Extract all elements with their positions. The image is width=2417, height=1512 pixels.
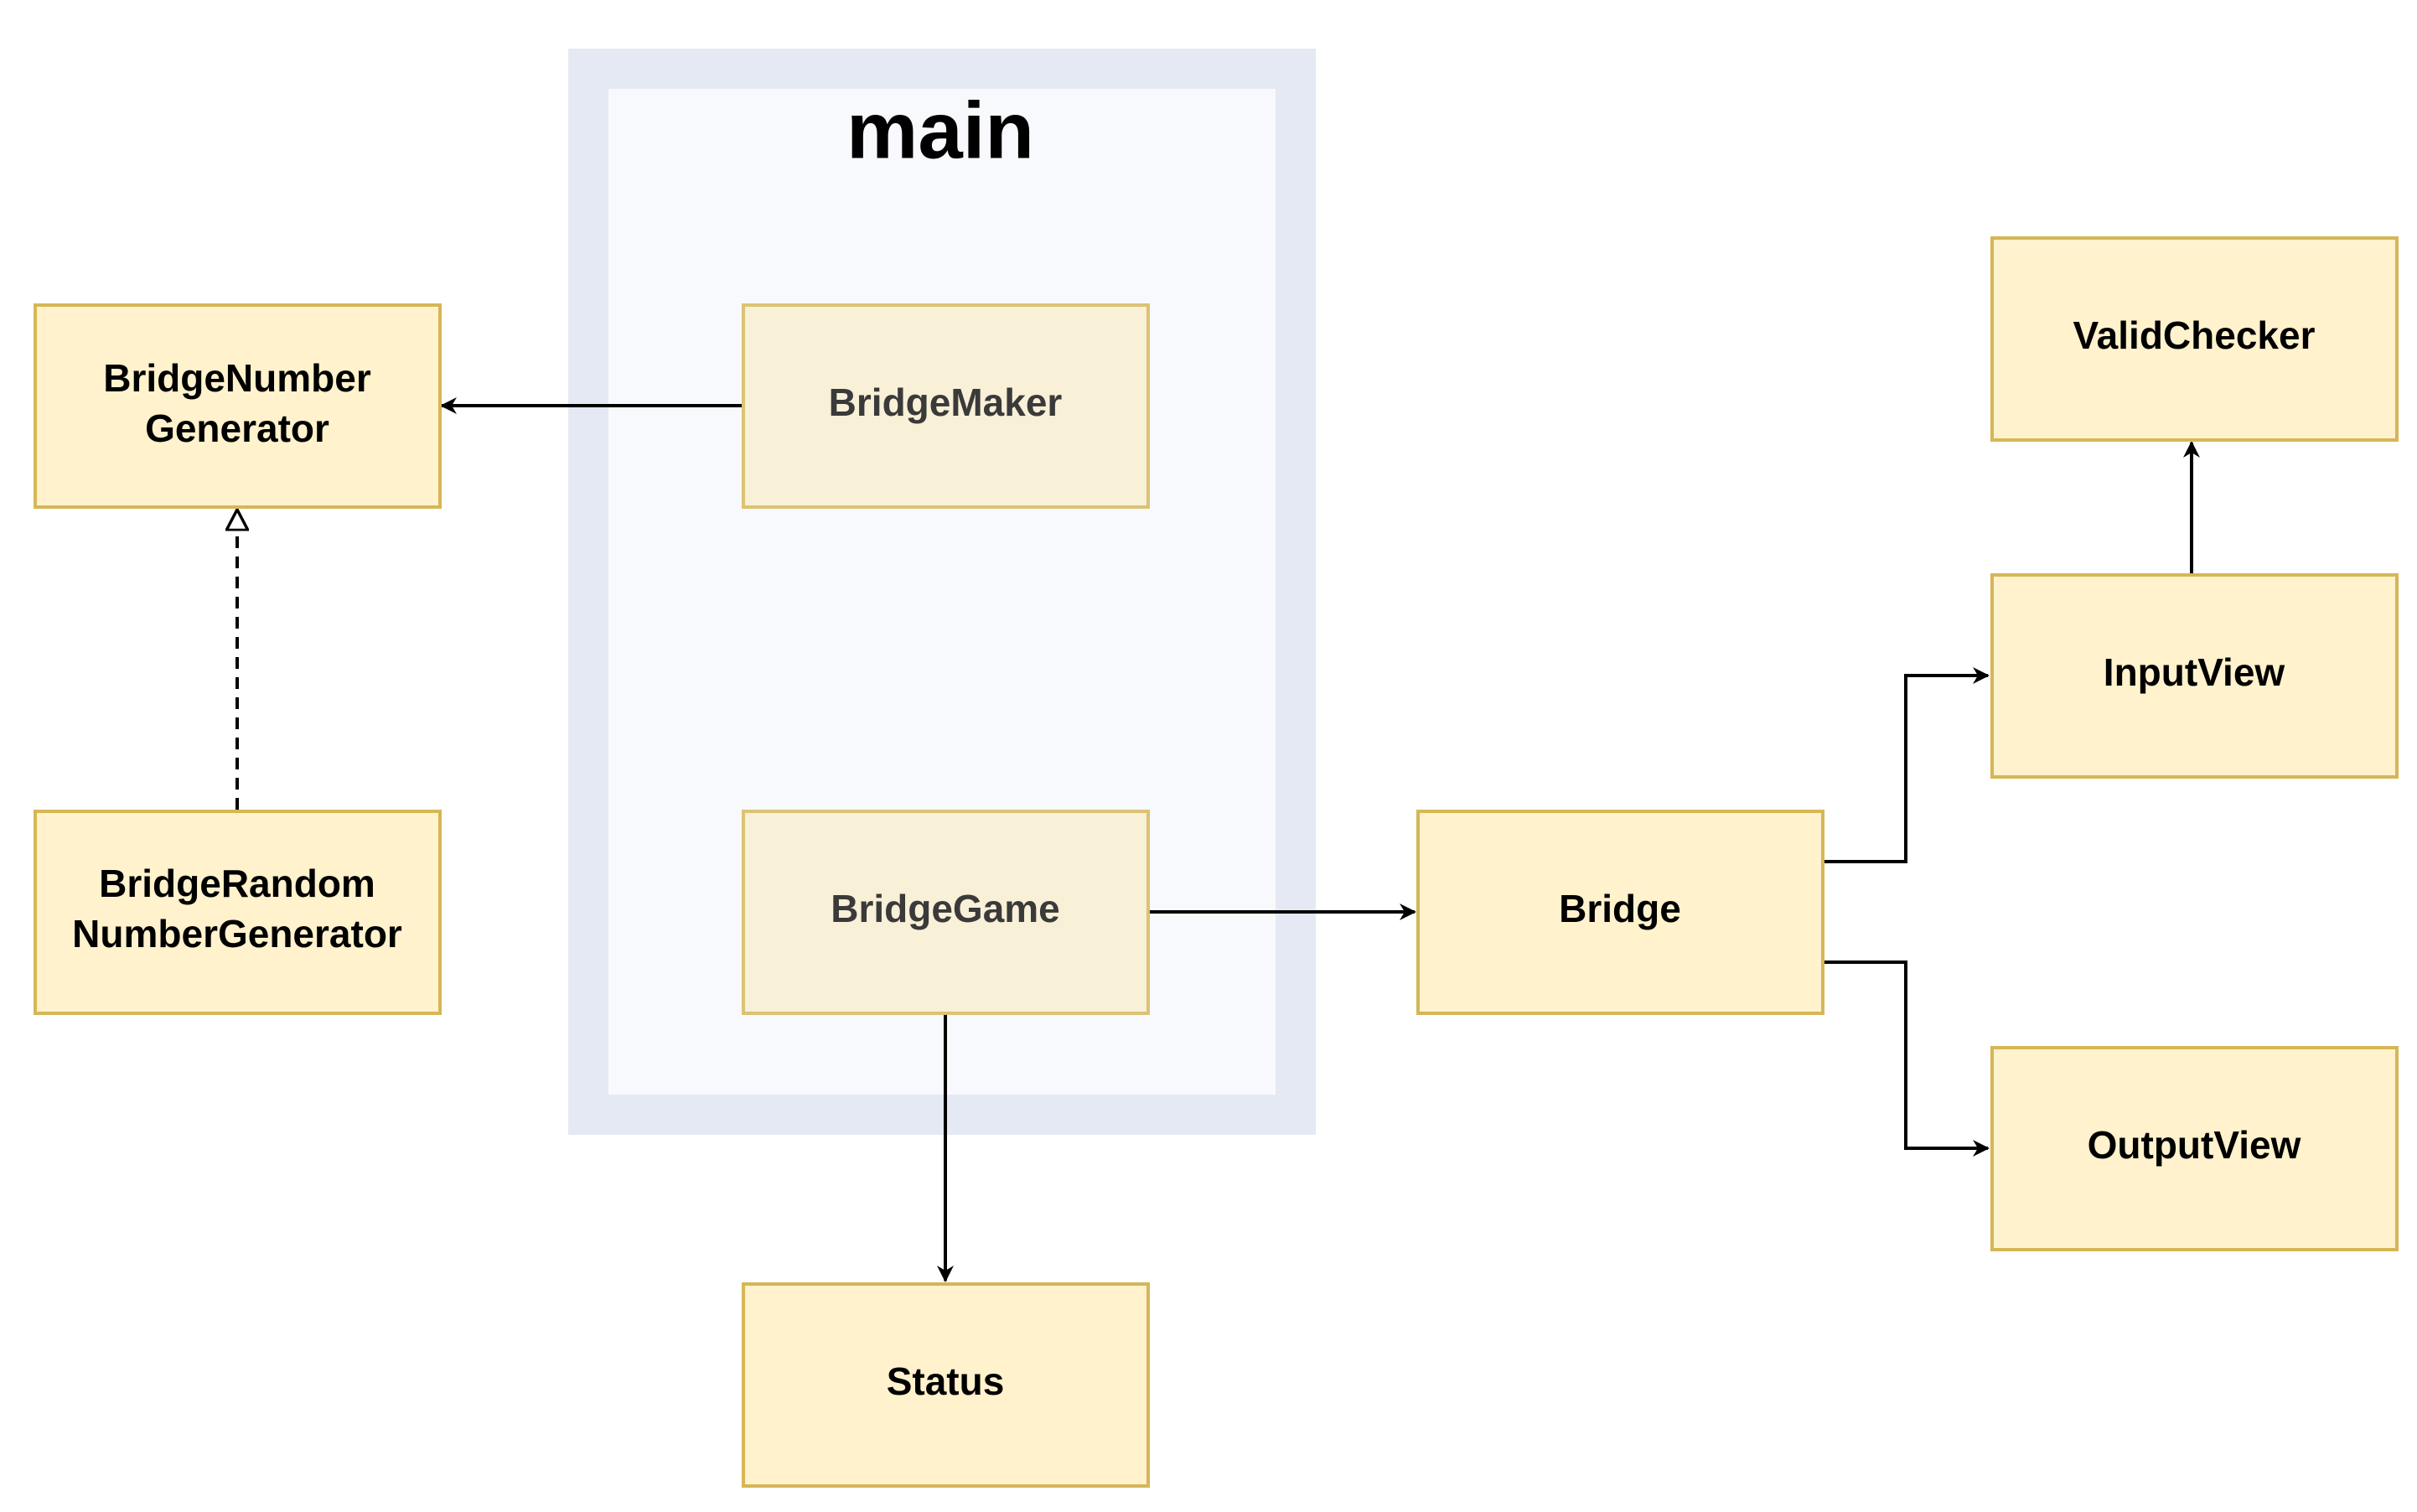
class-name-line-1: BridgeNumber [103,356,371,400]
class-name: Status [887,1359,1005,1403]
class-status: Status [742,1282,1150,1488]
class-name: Bridge [1559,887,1681,930]
class-name-line-2: Generator [145,406,329,450]
class-bridge-number-generator: BridgeNumber Generator [34,303,442,509]
edge-bridge-to-inputview [1822,667,1990,863]
class-bridge-game: BridgeGame [742,810,1150,1015]
class-bridge: Bridge [1416,810,1824,1015]
class-name-line-1: BridgeRandom [99,862,375,905]
class-name-line-2: NumberGenerator [72,912,402,955]
class-name: BridgeGame [831,887,1060,930]
main-container: main [568,49,1316,1135]
class-input-view: InputView [1990,573,2399,779]
edge-bridge-to-outputview [1822,961,1990,1157]
edges [237,397,2200,1282]
main-container-title: main [846,85,1034,175]
class-output-view: OutputView [1990,1046,2399,1251]
class-bridge-random-number-generator: BridgeRandom NumberGenerator [34,810,442,1015]
class-name: InputView [2104,650,2285,694]
class-name: ValidChecker [2073,313,2316,357]
class-name: OutputView [2088,1123,2301,1167]
class-name: BridgeMaker [829,381,1063,424]
class-valid-checker: ValidChecker [1990,236,2399,442]
class-bridge-maker: BridgeMaker [742,303,1150,509]
